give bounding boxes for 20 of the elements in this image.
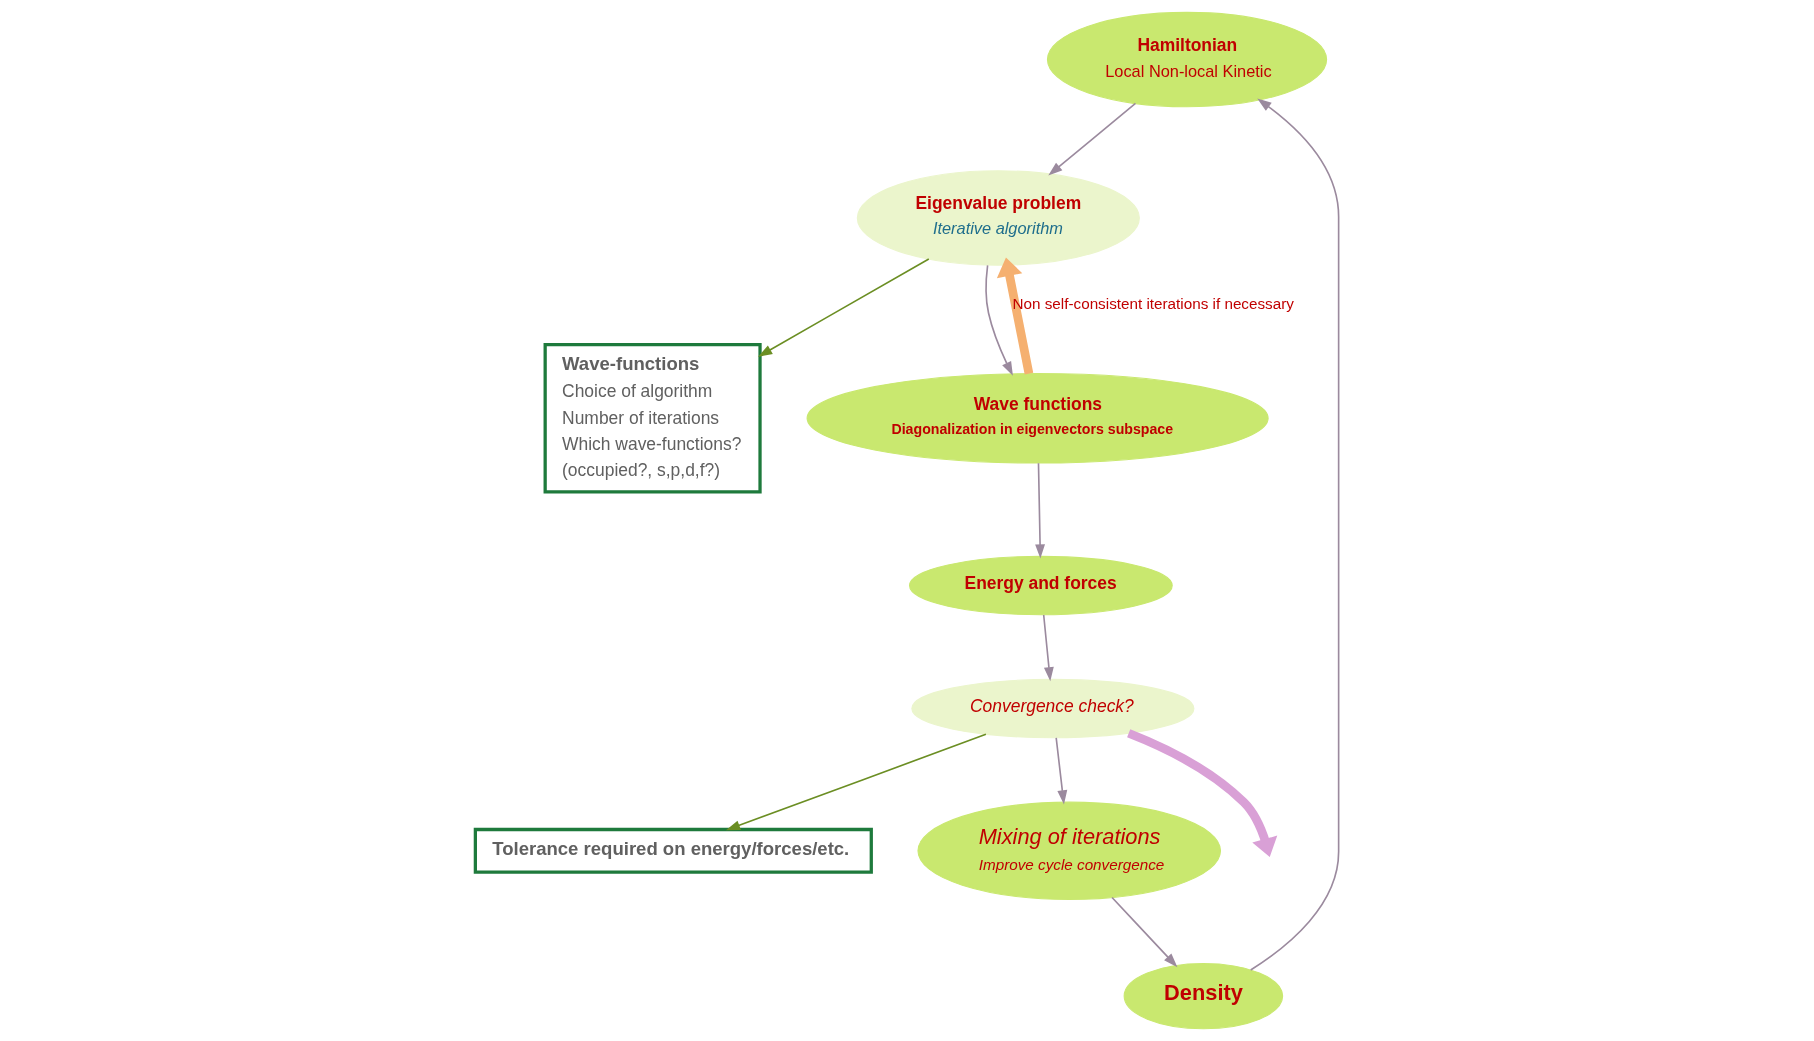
node-ellipse: Wave functions Diagonalization in eigenvectors subspace (806, 373, 1269, 464)
arrow (1111, 896, 1178, 968)
arrow (1048, 102, 1137, 176)
node-ellipse: Convergence check? (911, 678, 1195, 739)
node-ellipse: Density (1123, 962, 1284, 1030)
arrow (1042, 614, 1054, 682)
arrow (758, 258, 930, 357)
arrow (1127, 729, 1278, 857)
node-ellipse: Hamiltonian Local Non-local Kinetic (1046, 11, 1328, 108)
arrow (1035, 462, 1046, 559)
node-box: Wave-functions Choice of algorithm Number of iterations Which wave-functions? (occupied?, s,p,d,f?) (543, 343, 762, 494)
arrow (996, 257, 1034, 375)
node-ellipse: Energy and forces (909, 555, 1173, 616)
arrow (985, 264, 1013, 376)
node-box: Tolerance required on energy/forces/etc. (473, 827, 873, 874)
node-ellipse: Mixing of iterations Improve cycle convergence (917, 801, 1222, 900)
arrow (725, 733, 987, 831)
arrow (1055, 737, 1068, 805)
node-ellipse: Eigenvalue problem Iterative algorithm (856, 170, 1140, 266)
arrow (1249, 98, 1340, 971)
